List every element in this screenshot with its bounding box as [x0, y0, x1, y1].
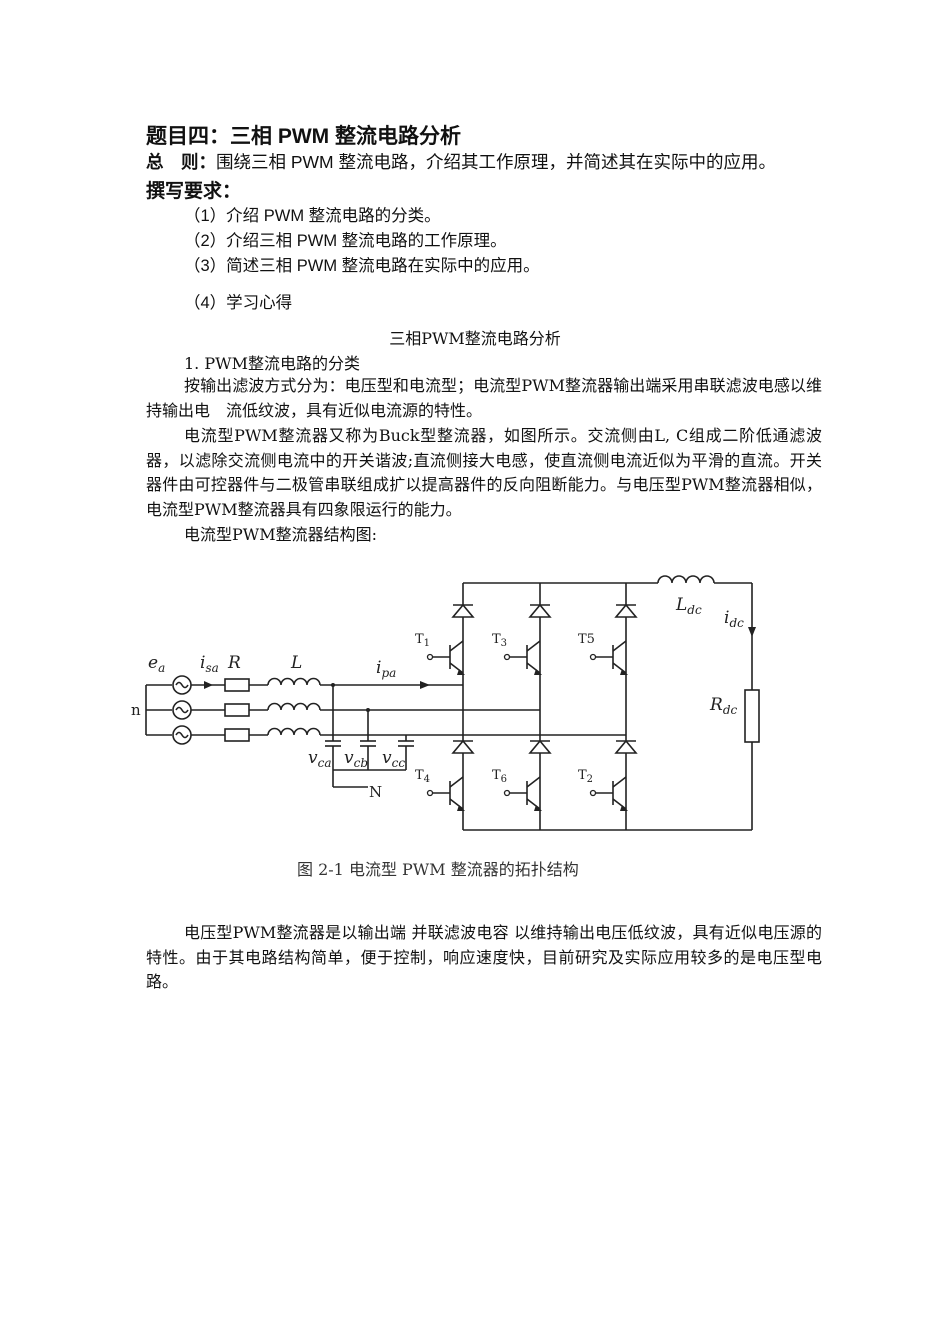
label-isa: isa [200, 653, 219, 675]
label-L: L [290, 653, 302, 673]
label-N: N [369, 783, 382, 801]
label-T4: T4 [415, 768, 430, 785]
general-rule-label: 总 则： [146, 152, 216, 172]
label-ipa: ipa [376, 658, 396, 680]
label-T2: T2 [578, 768, 593, 785]
requirements-heading: 撰写要求： [146, 181, 242, 202]
label-ea: ea [148, 653, 165, 675]
label-n: n [131, 701, 141, 719]
general-rule: 总 则：围绕三相 PWM 整流电路，介绍其工作原理，并简述其在实际中的应用。 [146, 149, 776, 174]
requirement-item: （1）介绍 PWM 整流电路的分类。 [184, 207, 441, 225]
label-T3: T3 [492, 632, 507, 649]
label-vcb: vcb [344, 748, 368, 770]
label-vcc: vcc [382, 748, 405, 770]
label-Rdc: Rdc [709, 695, 737, 717]
report-title: 三相PWM整流电路分析 [389, 329, 561, 348]
requirement-item: （3）简述三相 PWM 整流电路在实际中的应用。 [184, 257, 540, 275]
label-Ldc: Ldc [675, 595, 702, 617]
label-idc: idc [724, 608, 744, 630]
general-rule-text: 围绕三相 PWM 整流电路，介绍其工作原理，并简述其在实际中的应用。 [216, 152, 776, 172]
paragraph-voltage-type: 电压型PWM整流器是以输出端 并联滤波电容 以维持输出电压低纹波，具有近似电压源… [146, 923, 822, 991]
requirement-item: （2）介绍三相 PWM 整流电路的工作原理。 [184, 232, 507, 250]
requirement-item: （4）学习心得 [184, 294, 293, 312]
section-heading: 1. PWM整流电路的分类 [184, 354, 360, 373]
label-vca: vca [308, 748, 331, 770]
paragraph-figure-intro: 电流型PWM整流器结构图: [184, 525, 377, 544]
label-T5: T5 [578, 632, 595, 647]
assignment-title: 题目四：三相 PWM 整流电路分析 [146, 125, 461, 148]
label-T6: T6 [492, 768, 507, 785]
paragraph-current-type: 电流型PWM整流器又称为Buck型整流器，如图所示。交流侧由L, C组成二阶低通… [146, 426, 822, 519]
label-T1: T1 [415, 632, 430, 649]
label-R: R [227, 653, 241, 673]
paragraph-filter-types: 按输出滤波方式分为：电压型和电流型；电流型PWM整流器输出端采用串联滤波电感以维… [146, 376, 822, 420]
figure-caption: 图 2-1 电流型 PWM 整流器的拓扑结构 [297, 860, 579, 879]
circuit-diagram: ea isa R L ipa vca vcb vcc Ldc idc Rdc n… [131, 575, 760, 831]
